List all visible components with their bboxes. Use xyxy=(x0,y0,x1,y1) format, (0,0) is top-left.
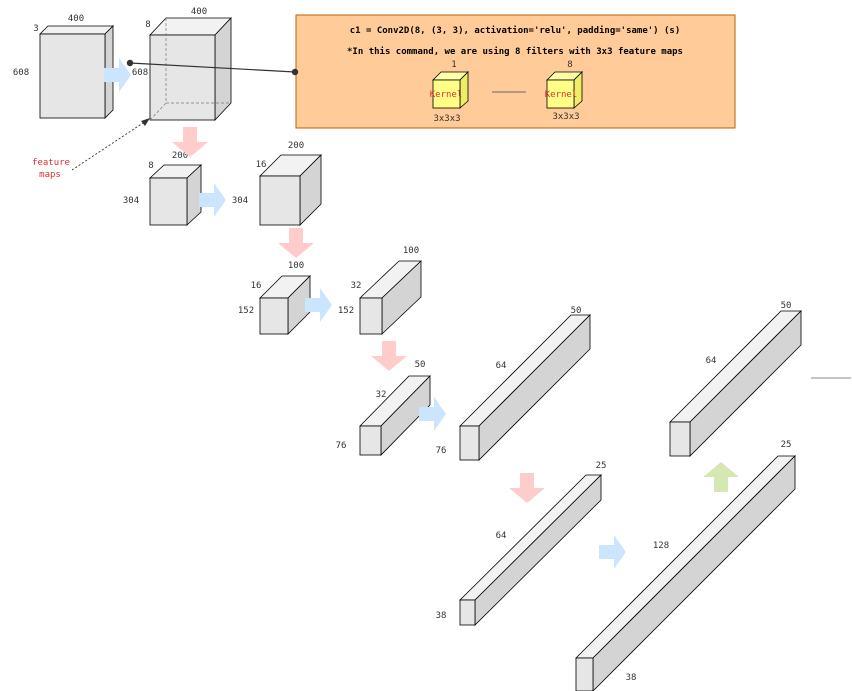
kernel-dims: 3x3x3 xyxy=(552,112,579,122)
block-width-label: 50 xyxy=(415,360,426,370)
block-depth-label: 32 xyxy=(351,281,362,291)
block-height-label: 608 xyxy=(132,68,148,78)
block-width-label: 25 xyxy=(781,440,792,450)
arrow-conv-1 xyxy=(104,58,131,92)
block-depth-label: 32 xyxy=(376,390,387,400)
kernel-label: Kernel xyxy=(430,90,463,100)
feature-maps-pointer: feature maps xyxy=(32,118,150,180)
connector-line xyxy=(129,62,296,73)
block-width-label: 100 xyxy=(403,246,419,256)
block-width-label: 50 xyxy=(571,306,582,316)
kernel-cube-last: Kernel 8 3x3x3 xyxy=(545,60,583,122)
block-height-label: 152 xyxy=(238,306,254,316)
block-top-face xyxy=(39,25,114,35)
block-side-face xyxy=(474,474,602,626)
block-depth-label: 16 xyxy=(251,281,262,291)
feature-block-conv3: 32 100 152 xyxy=(338,246,423,335)
block-hidden-edge xyxy=(149,102,167,121)
block-height-label: 76 xyxy=(436,446,447,456)
kernel-dims: 3x3x3 xyxy=(433,114,460,124)
block-width-label: 100 xyxy=(288,261,304,271)
feature-maps-dotted-line xyxy=(71,120,147,171)
arrow-conv-2 xyxy=(199,183,226,217)
block-width-label: 400 xyxy=(191,7,207,17)
block-width-label: 400 xyxy=(68,14,84,24)
kernel-cube-first: Kernel 1 3x3x3 xyxy=(430,60,469,124)
feature-block-conv1: 8 400 608 xyxy=(132,7,232,122)
block-height-label: 304 xyxy=(123,196,139,206)
block-front-face xyxy=(359,425,382,456)
block-depth-label: 64 xyxy=(706,356,717,366)
flow-arrows xyxy=(104,58,739,569)
kernel-index: 1 xyxy=(451,60,456,70)
block-front-face xyxy=(149,177,188,226)
block-hidden-edges xyxy=(165,18,231,104)
block-width-label: 25 xyxy=(596,461,607,471)
block-front-face xyxy=(575,657,594,691)
feature-block-input: 3 400 608 xyxy=(13,14,114,119)
feature-block-conv2: 16 200 304 xyxy=(232,141,322,226)
kernel-index: 8 xyxy=(567,60,572,70)
conv-command-text: c1 = Conv2D(8, (3, 3), activation='relu'… xyxy=(350,25,681,36)
conv-annotation-box: c1 = Conv2D(8, (3, 3), activation='relu'… xyxy=(295,14,736,129)
block-front-face xyxy=(359,297,383,335)
block-side-face xyxy=(689,310,802,457)
feature-maps-label-line1: feature xyxy=(32,158,70,168)
block-height-label: 608 xyxy=(13,68,29,78)
block-depth-label: 16 xyxy=(256,160,267,170)
block-depth-label: 64 xyxy=(496,361,507,371)
annotation-background xyxy=(295,14,736,129)
block-front-face xyxy=(459,425,480,461)
arrow-pool-1 xyxy=(172,127,208,157)
block-width-label: 50 xyxy=(781,301,792,311)
feature-block-pool1: 8 200 304 xyxy=(123,151,203,226)
block-side-face xyxy=(592,455,796,691)
block-side-face xyxy=(478,314,591,461)
feature-maps-arrowhead xyxy=(141,118,150,126)
block-front-face xyxy=(149,34,216,121)
annotation-connector xyxy=(126,59,299,76)
feature-block-up1: 64 50 xyxy=(669,301,802,457)
feature-maps-label-line2: maps xyxy=(39,170,61,180)
connector-dot-start xyxy=(126,59,134,67)
feature-block-pool2: 16 100 152 xyxy=(238,261,311,335)
arrow-pool-3 xyxy=(371,341,407,371)
block-height-label: 38 xyxy=(626,673,637,683)
block-front-face xyxy=(259,175,301,226)
block-height-label: 304 xyxy=(232,196,248,206)
block-depth-label: 8 xyxy=(145,20,150,30)
block-front-face xyxy=(669,421,691,457)
arrow-up-1 xyxy=(703,462,739,492)
block-side-face xyxy=(214,16,232,122)
kernel-cube-front xyxy=(546,79,575,109)
connector-dot-end xyxy=(291,68,299,76)
block-depth-label: 64 xyxy=(496,531,507,541)
block-width-label: 200 xyxy=(288,141,304,151)
arrow-conv-5 xyxy=(599,535,626,569)
arrow-conv-4 xyxy=(419,397,446,431)
kernel-cube-front xyxy=(432,79,461,109)
arrow-pool-2 xyxy=(278,228,314,258)
kernel-label: Kernel xyxy=(545,90,578,100)
block-front-face xyxy=(459,599,476,626)
block-width-label: 200 xyxy=(172,151,188,161)
arrow-conv-3 xyxy=(305,288,332,322)
block-front-face xyxy=(39,33,106,119)
filters-note-text: *In this command, we are using 8 filters… xyxy=(347,46,683,57)
feature-block-conv4: 64 50 76 xyxy=(436,306,591,461)
block-depth-label: 128 xyxy=(653,541,669,551)
feature-block-pool3: 32 50 76 xyxy=(336,360,431,456)
feature-map-blocks: 3 400 608 8 400 608 8 200 304 16 200 304 16 100 152 32 1… xyxy=(13,7,802,691)
block-height-label: 38 xyxy=(436,611,447,621)
block-front-face xyxy=(259,297,289,335)
block-height-label: 76 xyxy=(336,441,347,451)
block-depth-label: 8 xyxy=(148,161,153,171)
block-height-label: 152 xyxy=(338,306,354,316)
feature-block-conv5: 128 25 38 xyxy=(575,440,796,691)
arrow-pool-4 xyxy=(509,473,545,503)
block-depth-label: 3 xyxy=(33,24,38,34)
feature-block-pool4: 64 25 38 xyxy=(436,461,607,626)
